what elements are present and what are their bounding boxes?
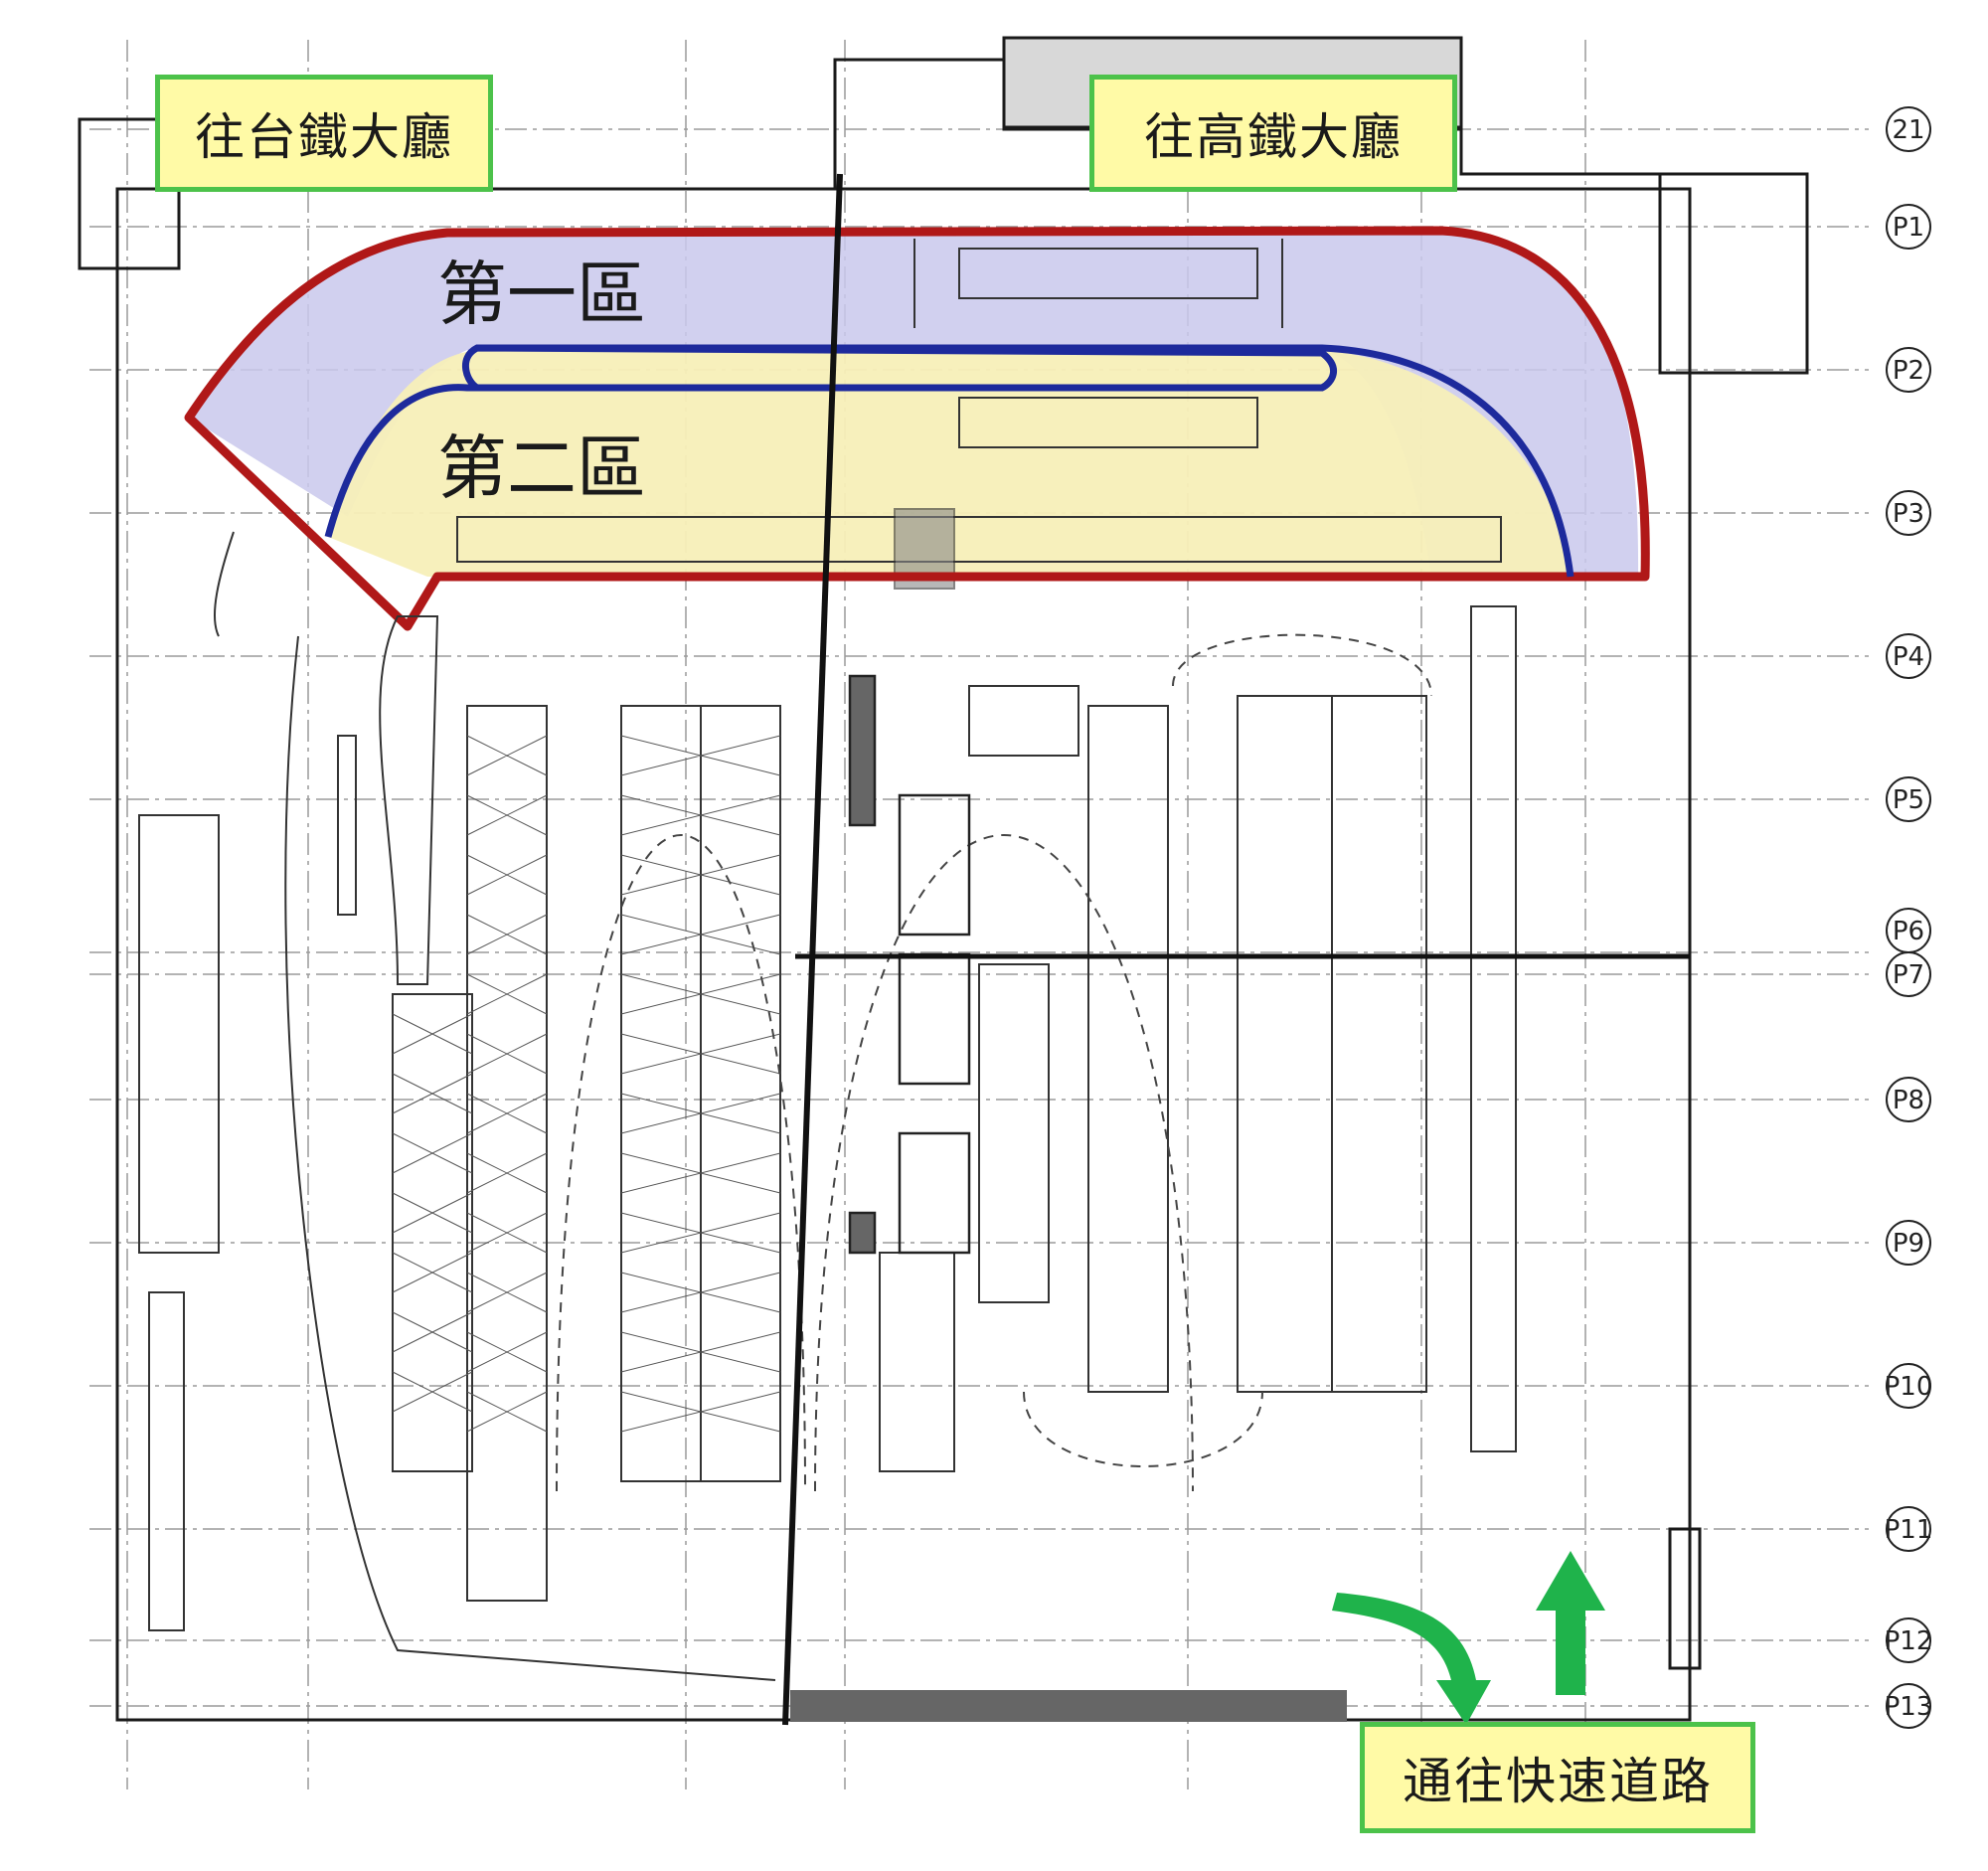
axis-label: P8 xyxy=(1893,1086,1924,1115)
zone-2-outline-right xyxy=(477,344,1574,578)
axis-label: 21 xyxy=(1892,115,1924,145)
to-hsr-hall-callout: 往高鐵大廳 xyxy=(1089,75,1457,192)
axis-label: P9 xyxy=(1893,1229,1924,1259)
axis-label: P5 xyxy=(1893,785,1924,815)
axis-label: P2 xyxy=(1893,356,1924,386)
zone-1-area xyxy=(189,231,1639,577)
axis-label: P10 xyxy=(1885,1372,1933,1402)
diagonal-boundary xyxy=(782,173,843,1726)
axis-label: P4 xyxy=(1893,642,1924,672)
zone-2-area xyxy=(328,350,1571,577)
axis-label: P7 xyxy=(1893,960,1924,990)
bay-hatching xyxy=(392,735,781,1433)
to-tra-hall-label: 往台鐵大廳 xyxy=(195,108,453,166)
west-ramps xyxy=(138,531,776,1681)
to-hsr-hall-label: 往高鐵大廳 xyxy=(1144,108,1403,166)
axis-label: P3 xyxy=(1893,499,1924,529)
axis-label: P11 xyxy=(1885,1515,1933,1545)
curved-green-arrow xyxy=(1332,1593,1491,1725)
zone-2-label: 第二區 xyxy=(437,427,646,509)
axis-labels: 21 P1 P2 P3 P4 P5 P6 P7 P8 P9 P10 P11 P1… xyxy=(1885,115,1933,1722)
axis-label: P1 xyxy=(1893,213,1924,243)
to-tra-hall-callout: 往台鐵大廳 xyxy=(155,75,493,192)
parking-rows xyxy=(392,605,1517,1602)
zone-1-label: 第一區 xyxy=(437,254,646,335)
axis-bubbles xyxy=(1886,106,1931,1729)
zone-1-outline xyxy=(184,226,1650,631)
axis-label: P6 xyxy=(1893,917,1924,946)
south-wall xyxy=(790,1690,1347,1722)
up-green-arrow xyxy=(1536,1551,1605,1695)
axis-label: P12 xyxy=(1885,1626,1933,1656)
driving-paths xyxy=(556,633,1432,1492)
axis-label: P13 xyxy=(1885,1692,1933,1722)
to-expressway-label: 通往快速道路 xyxy=(1403,1753,1713,1810)
zone-2-outline xyxy=(324,344,1337,538)
stair-cores xyxy=(848,674,971,1255)
to-expressway-callout: 通往快速道路 xyxy=(1360,1722,1755,1833)
